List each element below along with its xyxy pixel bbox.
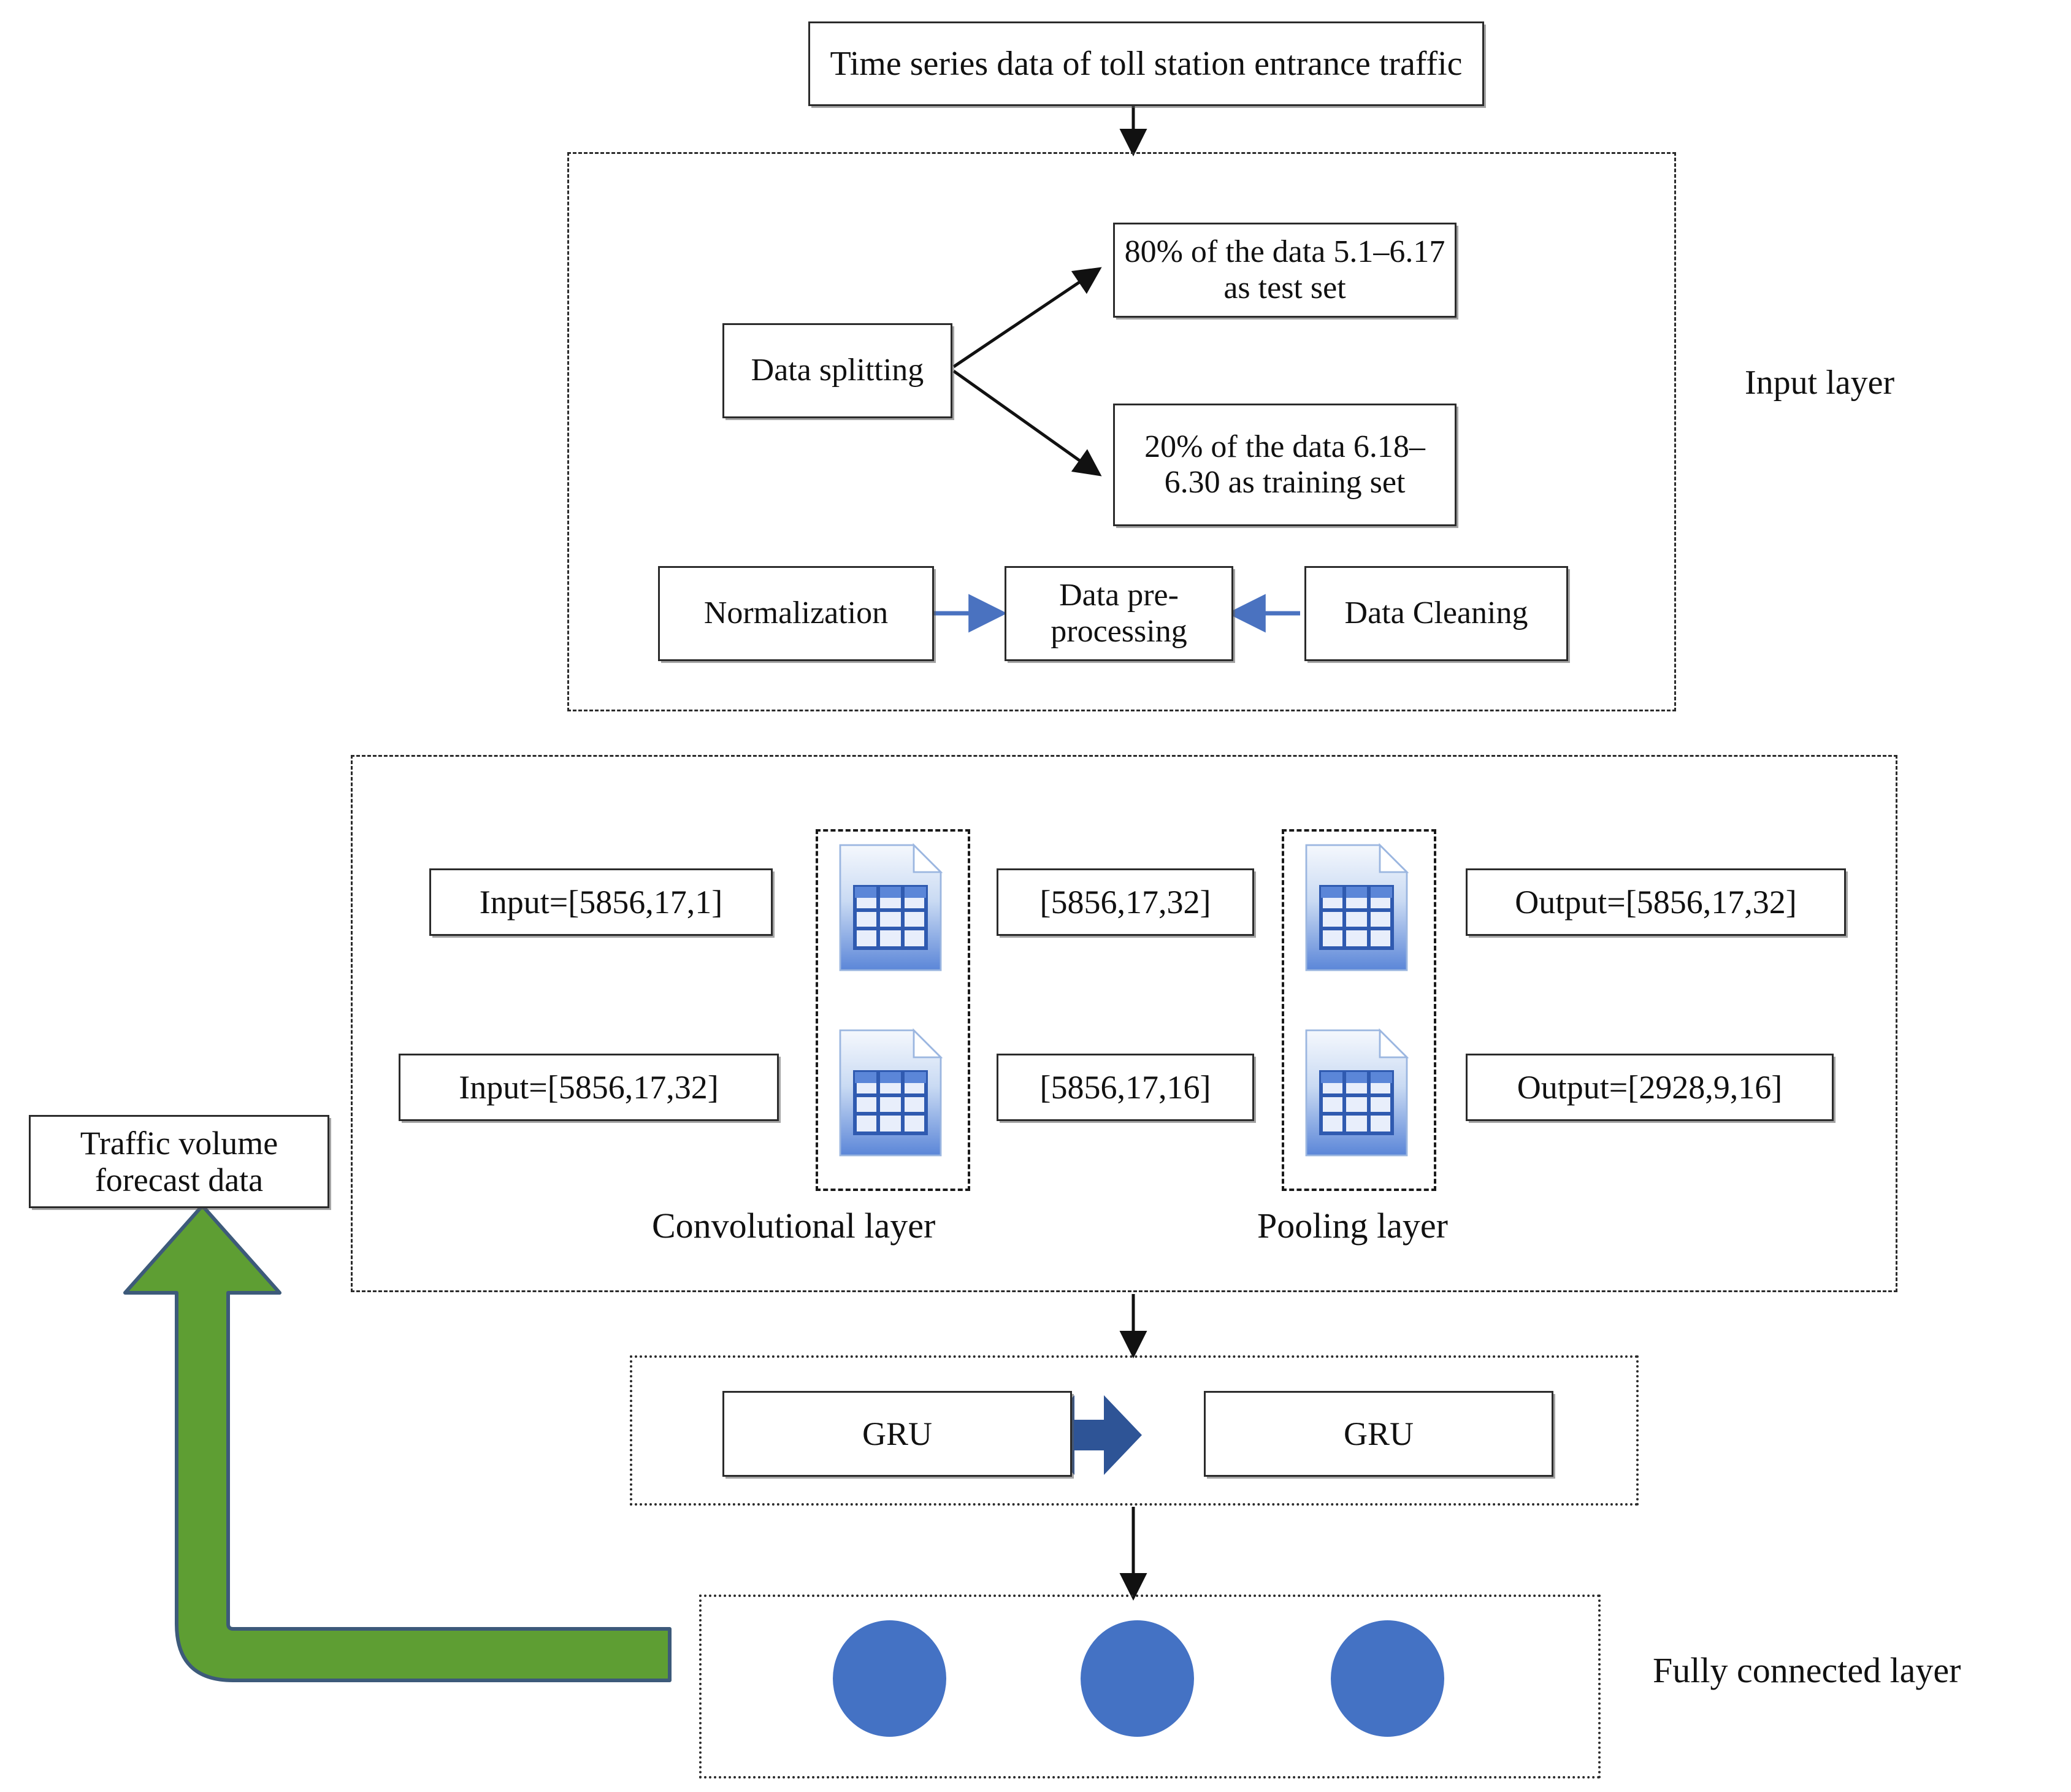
data-splitting-box: Data splitting: [722, 323, 952, 418]
conv-doc-icon-row1: [839, 843, 943, 971]
data-splitting-text: Data splitting: [751, 353, 924, 388]
cnn-row2-middle-box: [5856,17,16]: [997, 1054, 1254, 1121]
gru-left-text: GRU: [862, 1415, 932, 1452]
cnn-row2-input-box: Input=[5856,17,32]: [399, 1054, 779, 1121]
fully-connected-layer-label: Fully connected layer: [1653, 1650, 1961, 1691]
pooling-layer-group: [1282, 829, 1436, 1191]
title-box: Time series data of toll station entranc…: [808, 21, 1484, 106]
forecast-output-box: Traffic volume forecast data: [29, 1115, 329, 1208]
cnn-layer-container: [351, 755, 1897, 1292]
cnn-row1-middle-text: [5856,17,32]: [1039, 883, 1211, 921]
conv-doc-icon-row2: [839, 1028, 943, 1157]
data-cleaning-box: Data Cleaning: [1304, 566, 1568, 661]
input-layer-label-text: Input layer: [1745, 364, 1895, 402]
cnn-row2-middle-text: [5856,17,16]: [1039, 1068, 1211, 1106]
cnn-row2-input-text: Input=[5856,17,32]: [459, 1068, 719, 1106]
fc-node-2: [1081, 1620, 1194, 1737]
cnn-row1-input-box: Input=[5856,17,1]: [429, 868, 773, 936]
title-box-text: Time series data of toll station entranc…: [830, 44, 1463, 83]
data-cleaning-text: Data Cleaning: [1344, 595, 1528, 631]
pool-doc-icon-row1: [1305, 843, 1409, 971]
convolutional-layer-label-text: Convolutional layer: [652, 1206, 936, 1246]
cnn-row2-output-box: Output=[2928,9,16]: [1466, 1054, 1834, 1121]
test-set-text: 80% of the data 5.1–6.17 as test set: [1124, 234, 1445, 305]
fully-connected-layer-container: [699, 1595, 1601, 1779]
forecast-output-text: Traffic volume forecast data: [80, 1124, 278, 1198]
pool-doc-icon-row2: [1305, 1028, 1409, 1157]
training-set-box: 20% of the data 6.18–6.30 as training se…: [1113, 404, 1457, 526]
normalization-text: Normalization: [703, 595, 889, 631]
fully-connected-layer-label-text: Fully connected layer: [1653, 1650, 1961, 1690]
test-set-box: 80% of the data 5.1–6.17 as test set: [1113, 223, 1457, 318]
cnn-row1-output-text: Output=[5856,17,32]: [1515, 883, 1797, 921]
gru-layer-container: [630, 1355, 1639, 1506]
input-layer-label: Input layer: [1745, 363, 1894, 402]
training-set-text: 20% of the data 6.18–6.30 as training se…: [1144, 429, 1425, 500]
data-preprocessing-box: Data pre-processing: [1005, 566, 1233, 661]
fc-node-3: [1331, 1620, 1444, 1737]
cnn-row1-output-box: Output=[5856,17,32]: [1466, 868, 1846, 936]
cnn-row2-output-text: Output=[2928,9,16]: [1517, 1068, 1783, 1106]
fc-node-1: [833, 1620, 946, 1737]
pooling-layer-label: Pooling layer: [1257, 1205, 1448, 1246]
pooling-layer-label-text: Pooling layer: [1257, 1206, 1448, 1246]
convolutional-layer-label: Convolutional layer: [652, 1205, 935, 1246]
input-layer-container: [567, 152, 1676, 711]
cnn-row1-input-text: Input=[5856,17,1]: [479, 883, 723, 921]
gru-left-box: GRU: [722, 1391, 1072, 1477]
normalization-box: Normalization: [658, 566, 934, 661]
gru-right-box: GRU: [1204, 1391, 1553, 1477]
convolutional-layer-group: [816, 829, 970, 1191]
gru-right-text: GRU: [1343, 1415, 1414, 1452]
data-preprocessing-text: Data pre-processing: [1051, 578, 1187, 649]
cnn-row1-middle-box: [5856,17,32]: [997, 868, 1254, 936]
